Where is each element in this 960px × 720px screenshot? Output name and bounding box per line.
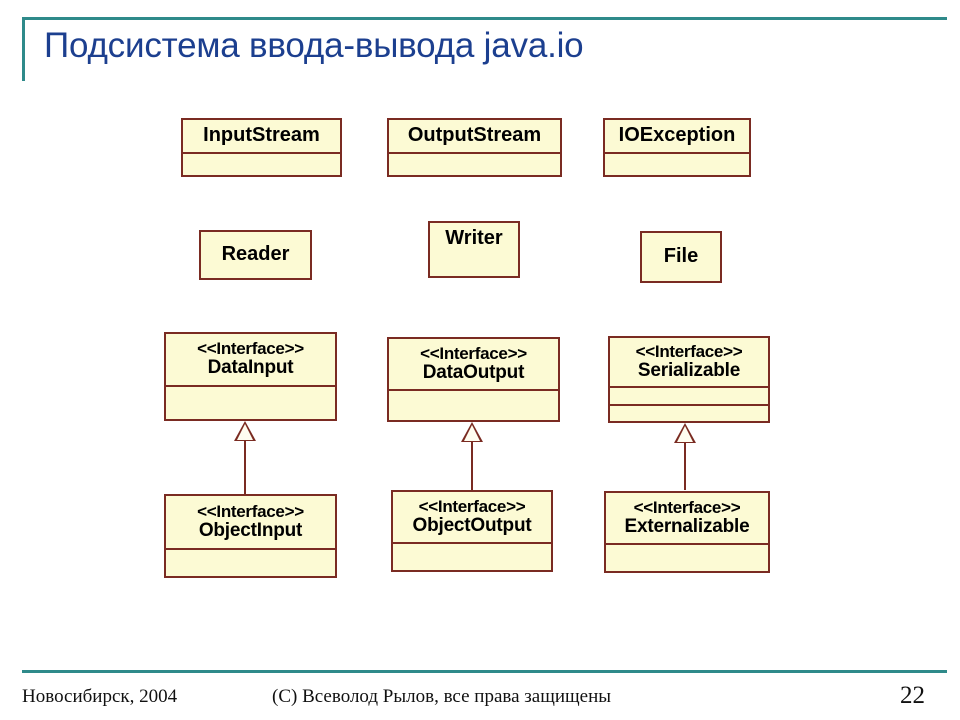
footer-location: Новосибирск, 2004 — [22, 686, 178, 707]
uml-class-reader-header: Reader — [201, 232, 310, 278]
uml-interface-datainput-body — [166, 387, 335, 419]
uml-interface-datainput-header: <<Interface>> DataInput — [166, 334, 335, 387]
uml-interface-objectoutput: <<Interface>> ObjectOutput — [391, 490, 553, 572]
uml-interface-serializable-name: Serializable — [637, 359, 741, 381]
uml-interface-externalizable-stereotype: <<Interface>> — [633, 497, 741, 517]
generalization-stem — [244, 441, 246, 495]
uml-class-file-name: File — [663, 245, 699, 268]
uml-class-inputstream-header: InputStream — [183, 120, 340, 154]
uml-interface-datainput: <<Interface>> DataInput — [164, 332, 337, 421]
uml-class-reader: Reader — [199, 230, 312, 280]
uml-class-outputstream-body — [389, 154, 560, 175]
uml-interface-dataoutput-header: <<Interface>> DataOutput — [389, 339, 558, 391]
uml-class-outputstream-header: OutputStream — [389, 120, 560, 154]
uml-class-ioexception-name: IOException — [618, 124, 736, 147]
uml-interface-dataoutput-name: DataOutput — [422, 361, 525, 383]
uml-interface-serializable-stereotype: <<Interface>> — [635, 341, 743, 361]
uml-class-writer-name: Writer — [445, 227, 503, 249]
uml-class-ioexception: IOException — [603, 118, 751, 177]
uml-interface-objectinput-name: ObjectInput — [198, 519, 303, 541]
uml-interface-dataoutput: <<Interface>> DataOutput — [387, 337, 560, 422]
uml-interface-objectoutput-stereotype: <<Interface>> — [418, 496, 526, 516]
uml-class-writer-header: Writer — [430, 223, 518, 276]
uml-interface-objectoutput-header: <<Interface>> ObjectOutput — [393, 492, 551, 544]
uml-interface-objectoutput-name: ObjectOutput — [412, 514, 532, 536]
uml-class-inputstream-body — [183, 154, 340, 175]
uml-interface-externalizable-header: <<Interface>> Externalizable — [606, 493, 768, 545]
uml-interface-objectinput: <<Interface>> ObjectInput — [164, 494, 337, 578]
page-title: Подсистема ввода-вывода java.io — [44, 26, 584, 65]
generalization-objectinput-to-datainput — [232, 421, 258, 495]
uml-class-writer: Writer — [428, 221, 520, 278]
uml-interface-serializable-operations — [610, 405, 768, 421]
generalization-externalizable-to-serializable — [672, 423, 698, 490]
generalization-objectoutput-to-dataoutput — [459, 422, 485, 490]
uml-interface-dataoutput-body — [389, 391, 558, 420]
uml-class-ioexception-body — [605, 154, 749, 175]
uml-class-ioexception-header: IOException — [605, 120, 749, 154]
generalization-stem — [684, 443, 686, 490]
title-rule-left — [22, 17, 25, 81]
uml-interface-objectoutput-body — [393, 544, 551, 570]
generalization-arrowhead — [234, 421, 256, 441]
uml-interface-externalizable-name: Externalizable — [624, 515, 750, 537]
uml-interface-dataoutput-stereotype: <<Interface>> — [420, 343, 527, 363]
generalization-stem — [471, 442, 473, 490]
uml-interface-serializable-attributes — [610, 388, 768, 406]
uml-class-reader-name: Reader — [221, 243, 290, 266]
title-rule-top — [22, 17, 947, 20]
uml-interface-datainput-name: DataInput — [207, 357, 294, 379]
uml-class-outputstream: OutputStream — [387, 118, 562, 177]
uml-interface-serializable-header: <<Interface>> Serializable — [610, 338, 768, 388]
uml-class-file-header: File — [642, 233, 720, 281]
uml-interface-objectinput-stereotype: <<Interface>> — [197, 501, 304, 521]
uml-interface-externalizable-body — [606, 545, 768, 571]
uml-class-outputstream-name: OutputStream — [407, 124, 542, 147]
generalization-arrowhead — [461, 422, 483, 442]
uml-interface-objectinput-header: <<Interface>> ObjectInput — [166, 496, 335, 550]
uml-interface-objectinput-body — [166, 550, 335, 576]
uml-class-inputstream: InputStream — [181, 118, 342, 177]
uml-class-inputstream-name: InputStream — [203, 124, 320, 147]
uml-interface-datainput-stereotype: <<Interface>> — [197, 339, 304, 359]
uml-interface-serializable: <<Interface>> Serializable — [608, 336, 770, 423]
generalization-arrowhead — [674, 423, 696, 443]
slide-page-number: 22 — [900, 682, 925, 709]
footer-rule — [22, 670, 947, 673]
uml-class-file: File — [640, 231, 722, 283]
uml-interface-externalizable: <<Interface>> Externalizable — [604, 491, 770, 573]
footer-copyright: (C) Всеволод Рылов, все права защищены — [272, 686, 612, 707]
